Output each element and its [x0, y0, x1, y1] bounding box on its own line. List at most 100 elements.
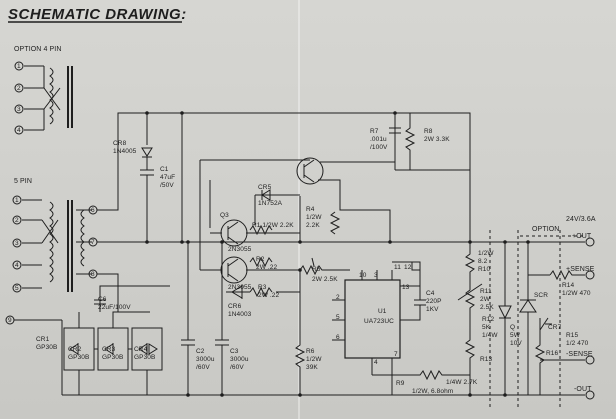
r5-label: R5: [312, 266, 321, 273]
u1-pin: 11: [394, 264, 401, 271]
q3-label: Q3: [220, 212, 229, 219]
pin-label: 3: [17, 106, 21, 113]
pin-label: 2: [17, 85, 21, 92]
u1-pin: 12: [404, 264, 412, 271]
r8-label: R8: [424, 128, 433, 135]
u1-pin: 6: [336, 334, 340, 341]
r11-value: 2.5K: [480, 304, 494, 311]
plus-out-label: +OUT: [572, 233, 592, 240]
r7-value: .001u: [370, 136, 387, 143]
pin-label: 2: [15, 217, 19, 224]
pin-label: 8: [91, 271, 95, 278]
u1-pin: 13: [402, 284, 410, 291]
u1-pin: 3: [374, 272, 378, 279]
u1-pin: 2: [336, 294, 340, 301]
c2-value: 3000u: [196, 356, 215, 363]
r11-label: R11: [480, 288, 492, 295]
q2-part: 2N3055: [228, 284, 252, 291]
c3-value: 3000u: [230, 356, 249, 363]
cr2-label: CR2: [68, 346, 82, 353]
pin-label: 6: [91, 207, 95, 214]
r9-value: 1/2W, 6.8ohm: [412, 388, 454, 395]
r7-label: R7: [370, 128, 379, 135]
r4-value: 2.2K: [306, 222, 320, 229]
option-4pin-label: OPTION 4 PIN: [14, 46, 62, 53]
r12-wattage: 1/4W: [482, 332, 498, 339]
cr5-label: CR5: [258, 184, 272, 191]
c4-label: C4: [426, 290, 435, 297]
u1-pin: 10: [359, 272, 367, 279]
paper-fold: [298, 0, 300, 419]
r8-value: 2W 3.3K: [424, 136, 450, 143]
c6-value: 22uF/100V: [98, 304, 131, 311]
r3-label: R3: [258, 284, 267, 291]
pin-circles: [5, 61, 98, 325]
page-title: SCHEMATIC DRAWING:: [8, 6, 187, 23]
pin-label: 9: [8, 317, 12, 324]
q-wattage: 10V: [510, 340, 522, 347]
r13-value: 1/4W 2.7K: [446, 379, 478, 386]
minus-sense-label: -SENSE: [566, 351, 593, 358]
cr4-part: GP30B: [134, 354, 156, 361]
u1-pin: 4: [374, 359, 378, 366]
cr6-part: 1N4003: [228, 311, 252, 318]
option-label: OPTION: [532, 226, 560, 233]
c1-label: C1: [160, 166, 169, 173]
c1-value: 47uF: [160, 174, 176, 181]
q-label: Q: [510, 324, 516, 331]
cr3-part: GP30B: [102, 354, 124, 361]
transformer-4pin: [24, 65, 73, 131]
r12-label: R12: [482, 316, 495, 323]
plus-sense-label: +SENSE: [566, 266, 595, 273]
r6-label: R6: [306, 348, 315, 355]
r2-value: 2W .22: [256, 264, 278, 271]
c6-label: C6: [98, 296, 107, 303]
pin-label: 7: [91, 239, 95, 246]
r6-value: 39K: [306, 364, 318, 371]
cr1-part: GP30B: [36, 344, 58, 351]
pin-label: 4: [17, 127, 21, 134]
c4-value: 220P: [426, 298, 442, 305]
r9-label: R9: [396, 380, 405, 387]
r10-label: R10: [478, 266, 491, 273]
r1-label: R1 1/2W 2.2K: [252, 222, 294, 229]
pin-label: 3: [15, 240, 19, 247]
q1-part: 2N3055: [228, 246, 252, 253]
r10-wattage: 1/2W: [478, 250, 494, 257]
r5-value: 2W 2.5K: [312, 276, 338, 283]
pin-label: 1: [15, 197, 19, 204]
r4-wattage: 1/2W: [306, 214, 322, 221]
transformer-5pin: [22, 199, 92, 292]
cr4-label: CR4: [134, 346, 148, 353]
r12-value: 5K: [482, 324, 491, 331]
r15-value: 1/2 470: [566, 340, 589, 347]
cr6-label: CR6: [228, 303, 242, 310]
c2-voltage: /60V: [196, 364, 210, 371]
c4-voltage: 1KV: [426, 306, 439, 313]
u1-label: U1: [378, 308, 387, 315]
pin-label: 1: [17, 63, 21, 70]
r4-label: R4: [306, 206, 315, 213]
r6-wattage: 1/2W: [306, 356, 322, 363]
cr5-part: 1N752A: [258, 200, 283, 207]
minus-out-label: -OUT: [574, 386, 592, 393]
cr7-label: CR7: [548, 324, 562, 331]
u1-pin: 5: [336, 314, 340, 321]
r2-label: R2: [256, 256, 265, 263]
cr3-label: CR3: [102, 346, 116, 353]
r14-label: R14: [562, 282, 575, 289]
c3-label: C3: [230, 348, 239, 355]
pin-label: 4: [15, 262, 19, 269]
q-value: 5W: [510, 332, 520, 339]
cr1-label: CR1: [36, 336, 50, 343]
c1-voltage: /50V: [160, 182, 174, 189]
c2-label: C2: [196, 348, 205, 355]
c3-voltage: /60V: [230, 364, 244, 371]
cr8-part: 1N4005: [113, 148, 137, 155]
r10-value: 8.2: [478, 258, 488, 265]
r11-wattage: 2W: [480, 296, 490, 303]
u1-pin: 7: [394, 351, 398, 358]
r7-voltage: /100V: [370, 144, 388, 151]
